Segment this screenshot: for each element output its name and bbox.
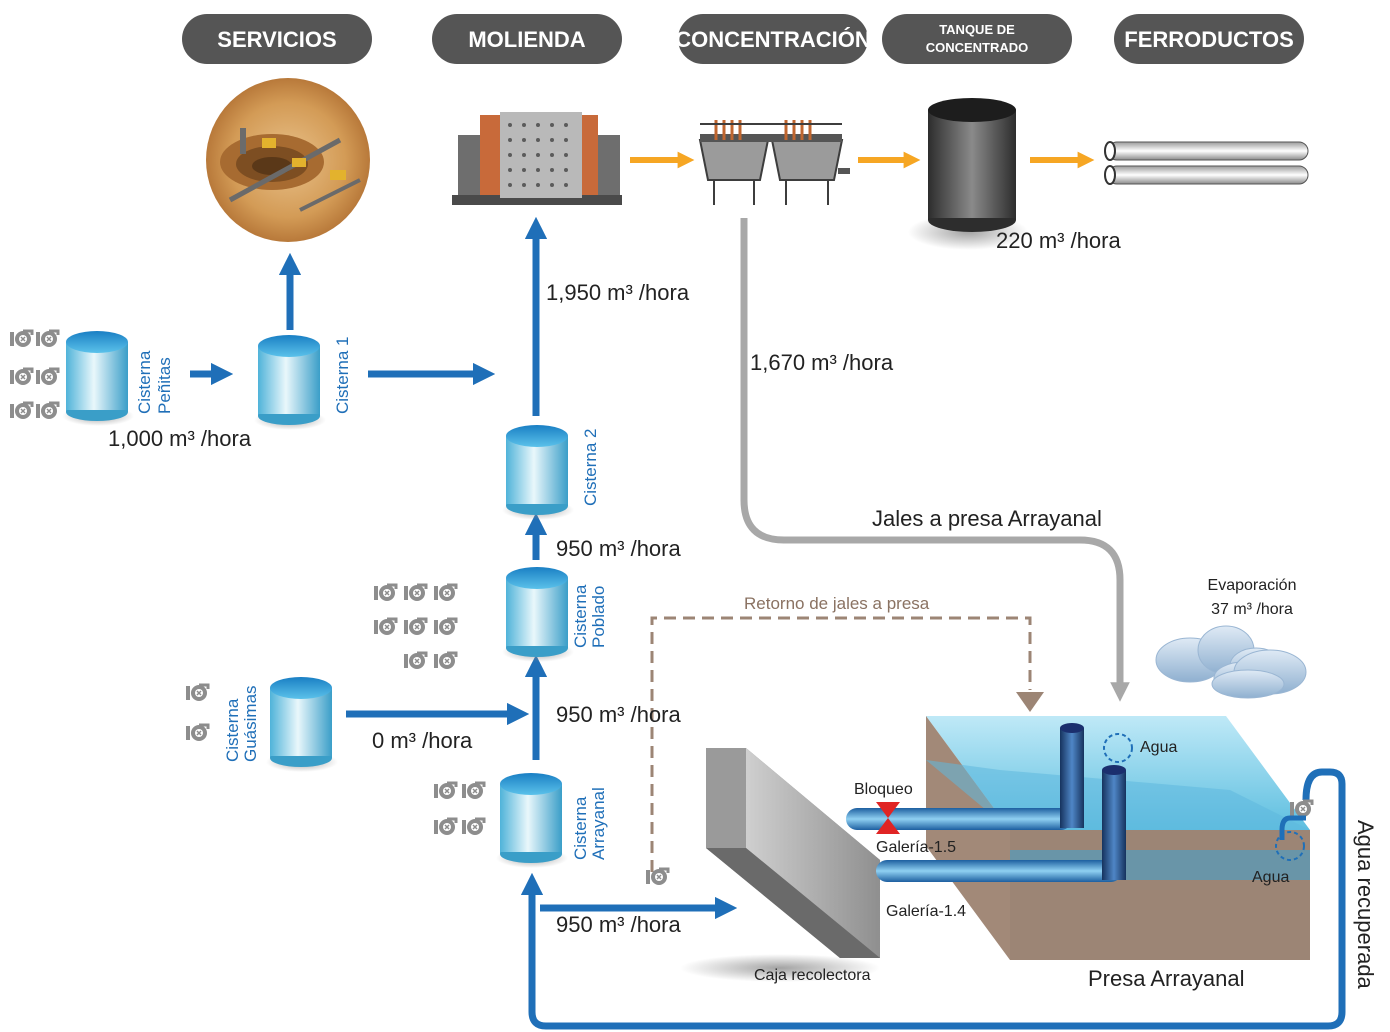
- label-galeria-15: Galería-1.5: [876, 839, 956, 856]
- cisterna-penitas: Cisterna Peñitas: [62, 331, 174, 426]
- flotation-cells-illustration: [698, 120, 850, 205]
- label-retorno: Retorno de jales a presa: [744, 594, 930, 613]
- svg-text:Cisterna: Cisterna: [223, 698, 242, 762]
- tailings-return-arrowhead: [1016, 692, 1044, 712]
- label-jales: Jales a presa Arrayanal: [872, 506, 1102, 531]
- header-tanque-concentrado: TANQUE DE CONCENTRADO: [882, 14, 1072, 64]
- svg-text:Peñitas: Peñitas: [155, 357, 174, 414]
- header-servicios: SERVICIOS: [182, 14, 372, 64]
- flow-label-guasimas: 0 m³ /hora: [372, 728, 473, 753]
- caja-recolectora: [680, 748, 880, 982]
- header-molienda: MOLIENDA: [432, 14, 622, 64]
- bloqueo-valve-icon: [876, 802, 900, 834]
- pump-group-guasimas: [184, 683, 210, 743]
- recovery-intake-pipe: [1279, 815, 1306, 840]
- cisterna-2: Cisterna 2: [502, 425, 600, 520]
- flow-label-c2-poblado: 950 m³ /hora: [556, 536, 681, 561]
- pump-group-penitas: [8, 329, 60, 421]
- svg-text:TANQUE DE: TANQUE DE: [939, 22, 1015, 37]
- svg-text:Cisterna: Cisterna: [571, 796, 590, 860]
- agua-circulation-icons: [1103, 733, 1305, 861]
- flow-label-concentracion: 1,670 m³ /hora: [750, 350, 894, 375]
- cisterna-poblado: Cisterna Poblado: [502, 567, 608, 662]
- mine-pit-illustration: [206, 78, 370, 242]
- svg-text:Guásimas: Guásimas: [241, 685, 260, 762]
- pump-icon-presa: [1288, 799, 1314, 819]
- header-ferroductos: FERRODUCTOS: [1114, 14, 1304, 64]
- label-bloqueo: Bloqueo: [854, 781, 913, 798]
- svg-text:Cisterna 2: Cisterna 2: [581, 429, 600, 506]
- pump-group-arrayanal: [432, 781, 486, 837]
- svg-text:Cisterna: Cisterna: [135, 350, 154, 414]
- cisterna-guasimas: Cisterna Guásimas: [223, 677, 338, 772]
- cisterna-arrayanal: Cisterna Arrayanal: [496, 773, 608, 868]
- pipeline-illustration: [1104, 141, 1309, 185]
- concentrate-tank-illustration: [908, 98, 1028, 250]
- ball-mill-illustration: [452, 112, 622, 205]
- svg-text:CONCENTRADO: CONCENTRADO: [926, 40, 1029, 55]
- pump-group-poblado: [372, 583, 458, 671]
- flow-label-tanque: 220 m³ /hora: [996, 228, 1121, 253]
- svg-text:Cisterna: Cisterna: [571, 584, 590, 648]
- flow-label-caja: 950 m³ /hora: [556, 912, 681, 937]
- label-agua-2: Agua: [1252, 869, 1289, 886]
- flow-label-penitas: 1,000 m³ /hora: [108, 426, 252, 451]
- label-evaporacion-rate: 37 m³ /hora: [1211, 601, 1293, 618]
- svg-text:Cisterna 1: Cisterna 1: [333, 337, 352, 414]
- svg-text:CONCENTRACIÓN: CONCENTRACIÓN: [675, 27, 871, 52]
- svg-text:FERRODUCTOS: FERRODUCTOS: [1124, 27, 1294, 52]
- label-presa-arrayanal: Presa Arrayanal: [1088, 966, 1245, 991]
- svg-text:Arrayanal: Arrayanal: [589, 787, 608, 860]
- header-concentracion: CONCENTRACIÓN: [675, 14, 871, 64]
- svg-text:SERVICIOS: SERVICIOS: [217, 27, 336, 52]
- evaporation-clouds-icon: [1155, 625, 1307, 699]
- tailings-return-line: [650, 616, 1032, 872]
- cisterna-1: Cisterna 1: [254, 335, 352, 430]
- galeria-pipes: [846, 723, 1126, 882]
- svg-text:Poblado: Poblado: [589, 586, 608, 648]
- svg-text:MOLIENDA: MOLIENDA: [468, 27, 585, 52]
- label-agua-1: Agua: [1140, 739, 1177, 756]
- label-galeria-14: Galería-1.4: [886, 903, 966, 920]
- flow-label-arrayanal-poblado: 950 m³ /hora: [556, 702, 681, 727]
- pump-icon-return: [644, 867, 670, 887]
- label-evaporacion: Evaporación: [1208, 577, 1297, 594]
- label-caja-recolectora: Caja recolectora: [754, 967, 871, 984]
- label-agua-recuperada: Agua recuperada: [1353, 820, 1378, 990]
- flow-label-molienda: 1,950 m³ /hora: [546, 280, 690, 305]
- water-flow-arrows: [190, 216, 1346, 1030]
- tailings-line: [740, 218, 1130, 702]
